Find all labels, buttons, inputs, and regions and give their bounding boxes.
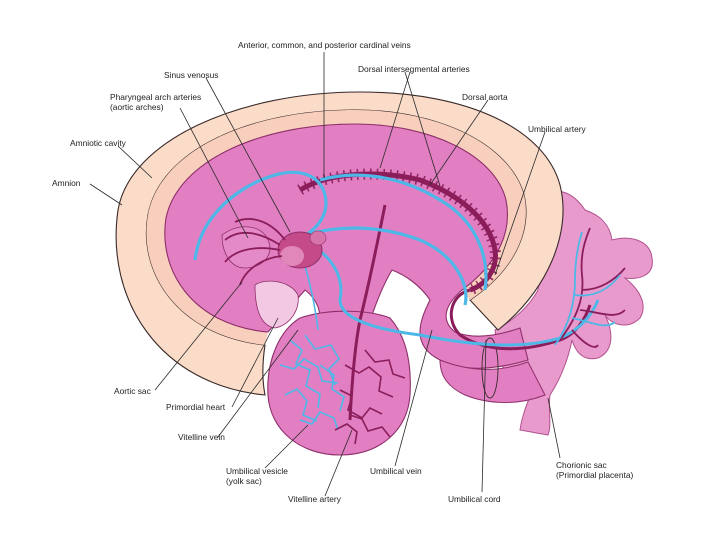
label-dorsal-intersegmental-arteries: Dorsal intersegmental arteries [358, 64, 470, 74]
umbilical-vesicle [268, 311, 411, 455]
label-umbilical-artery: Umbilical artery [528, 124, 586, 134]
label-sinus-venosus: Sinus venosus [164, 70, 218, 80]
label-chorionic-sac: Chorionic sac (Primordial placenta) [556, 460, 633, 480]
label-aortic-sac: Aortic sac [114, 386, 151, 396]
label-pharyngeal-arch-arteries: Pharyngeal arch arteries (aortic arches) [110, 92, 201, 112]
label-cardinal-veins: Anterior, common, and posterior cardinal… [238, 40, 411, 50]
label-umbilical-vein: Umbilical vein [370, 466, 422, 476]
label-amniotic-cavity: Amniotic cavity [70, 138, 126, 148]
label-vitelline-vein: Vitelline vein [178, 432, 225, 442]
label-umbilical-vesicle: Umbilical vesicle (yolk sac) [226, 466, 288, 486]
label-umbilical-cord: Umbilical cord [448, 494, 501, 504]
label-primordial-heart: Primordial heart [166, 402, 225, 412]
label-amnion: Amnion [52, 178, 80, 188]
label-vitelline-artery: Vitelline artery [288, 494, 341, 504]
label-dorsal-aorta: Dorsal aorta [462, 92, 508, 102]
